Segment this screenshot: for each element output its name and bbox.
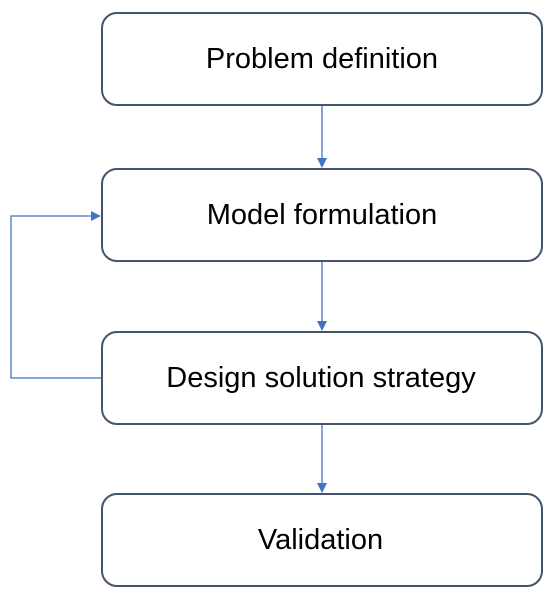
step-label: Model formulation	[206, 198, 438, 231]
step-label: Validation	[257, 523, 384, 556]
step-design-solution-strategy: Design solution strategy	[101, 331, 543, 425]
step-model-formulation: Model formulation	[101, 168, 543, 262]
step-label: Design solution strategy	[166, 361, 476, 394]
feedback-arrow-strategy-to-model	[10, 211, 101, 379]
step-label: Problem definition	[205, 42, 439, 75]
step-problem-definition: Problem definition	[101, 12, 543, 106]
step-validation: Validation	[101, 493, 543, 587]
